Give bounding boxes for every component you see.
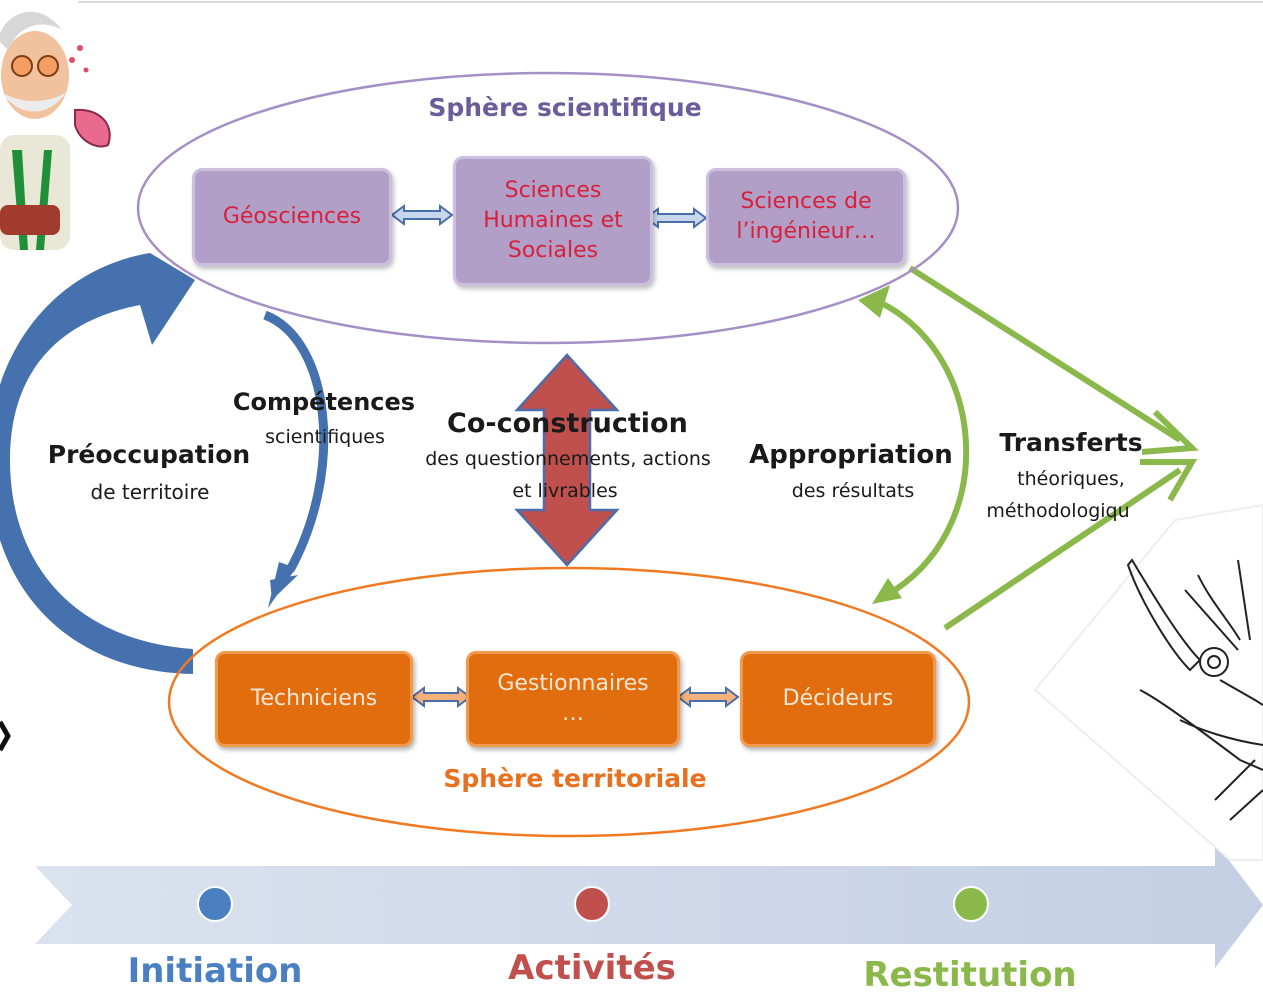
competences-title: Compétences (232, 388, 416, 416)
coconstruction-sub1: des questionnements, actions (425, 448, 711, 470)
scientific-sphere-title: Sphère scientifique (428, 93, 702, 122)
transferts-sub2: méthodologiqu (986, 500, 1130, 522)
territorial-sphere-ellipse (167, 566, 971, 838)
preoccupation-sub: de territoire (90, 480, 210, 504)
scientific-sphere-ellipse (136, 71, 960, 345)
box-sciences-ingenieur: Sciences de l’ingénieur… (706, 168, 906, 266)
phase-activites-label: Activités (508, 948, 676, 988)
appropriation-title: Appropriation (749, 440, 953, 470)
swiss-army-knife-illustration (1033, 503, 1263, 861)
activites-dot (574, 886, 610, 922)
transfer-arrow-top (908, 265, 1182, 443)
territorial-sphere-title: Sphère territoriale (443, 764, 707, 793)
box-sciences-humaines: Sciences Humaines et Sociales (453, 156, 653, 286)
appropriation-arrow (873, 297, 970, 593)
competences-arrow (263, 310, 329, 573)
coconstruction-title: Co-construction (447, 408, 688, 439)
box-techniciens: Techniciens (215, 651, 413, 747)
appropriation-sub: des résultats (791, 480, 915, 502)
coconstruction-arrow (514, 353, 620, 567)
preoccupation-title: Préoccupation (47, 440, 251, 469)
phase-restitution-label: Restitution (863, 955, 1077, 995)
scientist-illustration (0, 12, 111, 250)
restitution-dot (953, 886, 989, 922)
coconstruction-sub2: et livrables (512, 480, 618, 502)
box-gestionnaires: Gestionnaires … (466, 651, 680, 747)
timeline-arrow (35, 842, 1263, 968)
box-geosciences: Géosciences (192, 168, 392, 266)
box-decideurs: Décideurs (740, 651, 936, 747)
preoccupation-arrow (0, 253, 195, 674)
phase-initiation-label: Initiation (127, 951, 303, 991)
transferts-sub1: théoriques, (1017, 468, 1125, 490)
transferts-title: Transferts (999, 428, 1143, 457)
initiation-dot (197, 886, 233, 922)
competences-sub: scientifiques (265, 426, 385, 448)
transfer-arrow-bottom (943, 467, 1182, 631)
